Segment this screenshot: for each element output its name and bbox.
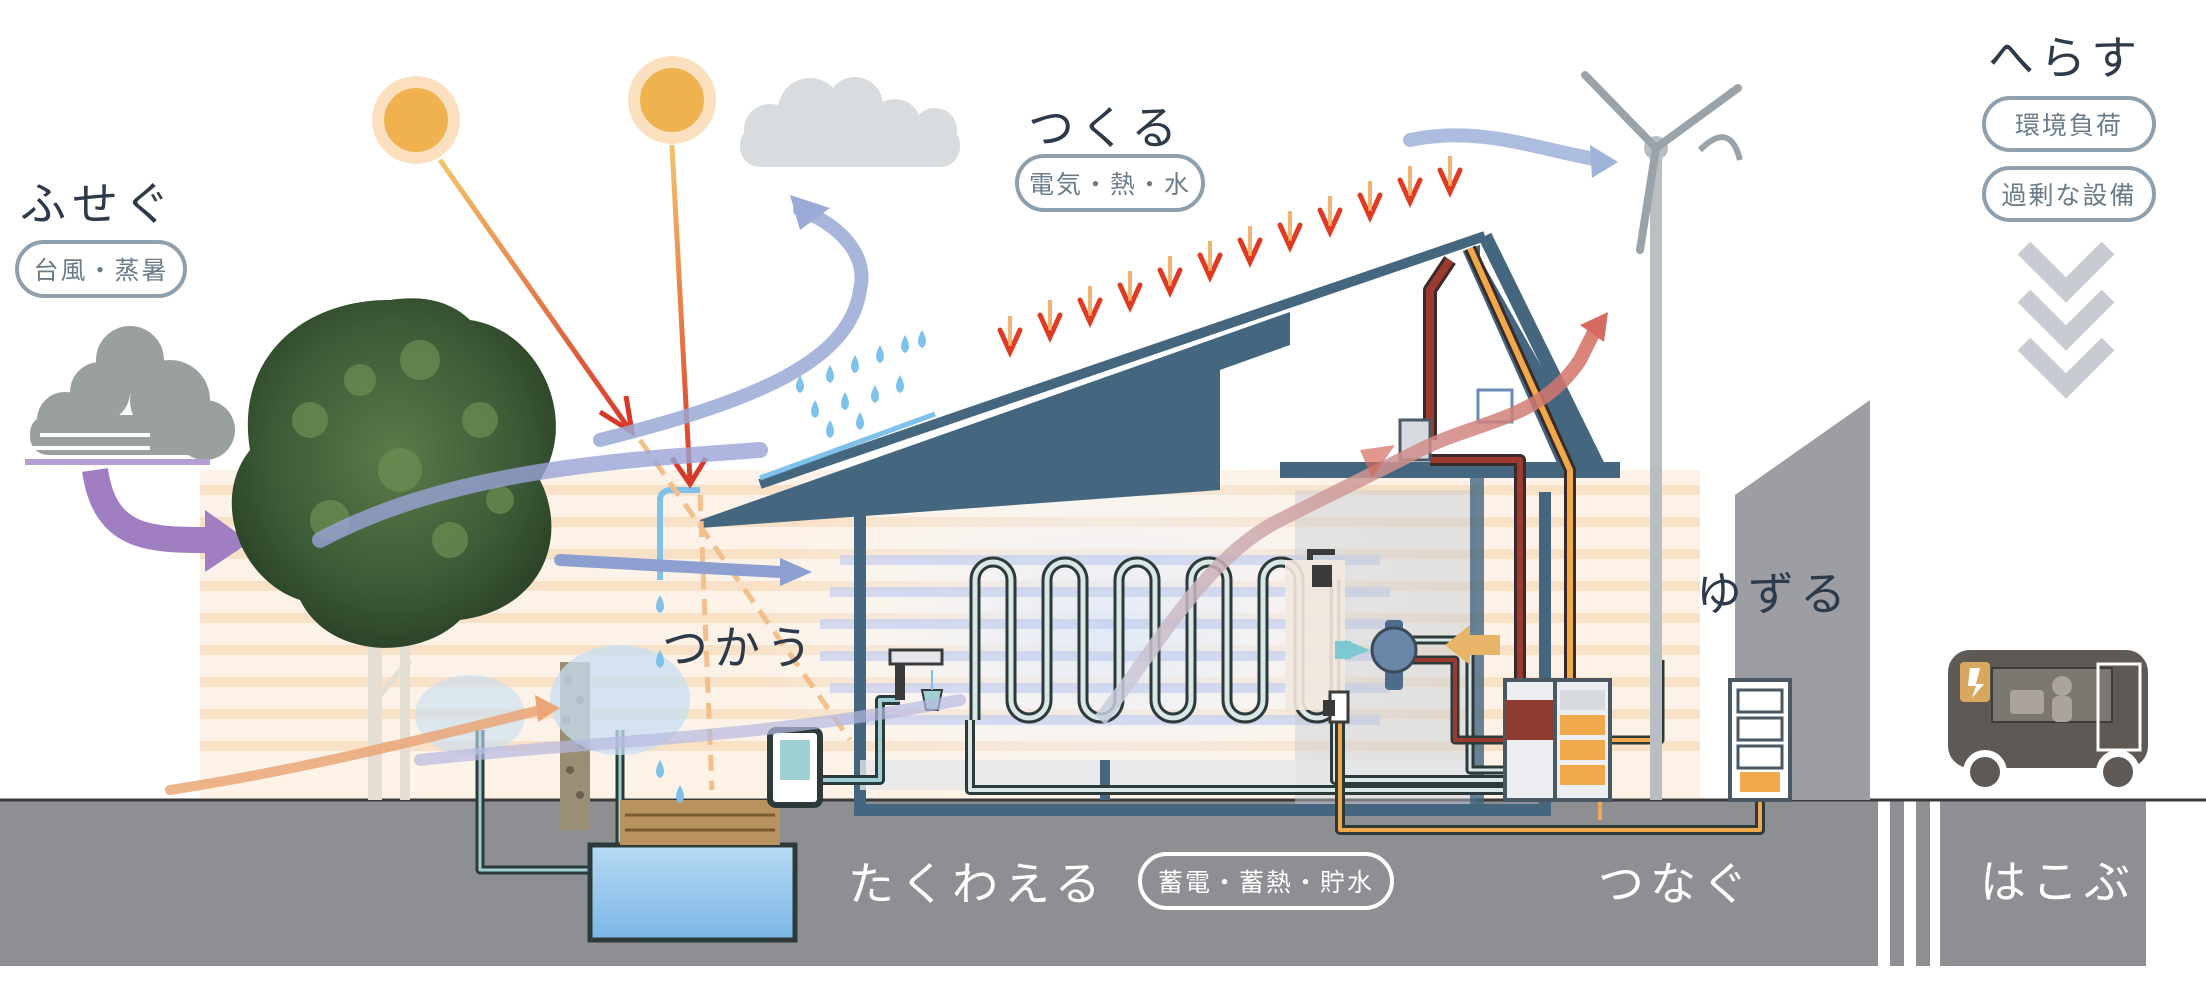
down-chevrons <box>2017 241 2115 399</box>
reflected-rays <box>637 438 853 791</box>
storage-units <box>1398 418 1612 802</box>
roof-heat-arrows <box>997 167 1463 359</box>
ev-charger <box>1728 678 1792 802</box>
sun-icon-2 <box>628 56 716 144</box>
cool-air-glow <box>750 430 1470 830</box>
label-tsukau: つかう <box>662 621 818 675</box>
label-fusegu: ふせぐ <box>20 177 176 231</box>
solar-water-panel <box>759 404 936 481</box>
storm-wind-lines <box>30 433 150 450</box>
sun-icon <box>372 76 460 164</box>
rainwater-tank <box>587 727 823 943</box>
cloud-icon <box>740 77 960 167</box>
pill-tsukuru: 電気・熱・水 <box>1015 154 1205 212</box>
label-herasu: へらす <box>1988 31 2144 85</box>
sun-rays <box>437 144 693 481</box>
heat-pump-fan <box>1335 620 1418 690</box>
electric-car <box>1948 650 2148 794</box>
warm-inflow-arrow <box>1445 625 1500 665</box>
tree <box>231 298 556 800</box>
shower <box>1285 549 1350 724</box>
wind-arrows <box>165 128 1607 795</box>
pill-herasu-1: 環境負荷 <box>1982 96 2156 152</box>
mist <box>550 645 690 755</box>
pill-herasu-2: 過剰な設備 <box>1982 166 2156 222</box>
pill-takuwaeru: 蓄電・蓄熱・貯水 <box>1138 852 1394 910</box>
label-takuwaeru: たくわえる <box>848 857 1107 911</box>
water-drops <box>656 330 926 803</box>
typhoon-arrow <box>82 467 211 553</box>
label-tsukuru: つくる <box>1028 101 1184 155</box>
storm-cloud-icon <box>30 326 235 460</box>
label-hakobu: はこぶ <box>1980 855 2136 909</box>
label-yuzuru: ゆずる <box>1696 567 1852 621</box>
hot-air-arrow <box>1094 326 1602 725</box>
faucet <box>888 648 944 711</box>
label-tsunagu: つなぐ <box>1598 857 1754 911</box>
pill-fusegu: 台風・蒸暑 <box>15 240 187 298</box>
wind-turbine <box>1581 71 1743 800</box>
